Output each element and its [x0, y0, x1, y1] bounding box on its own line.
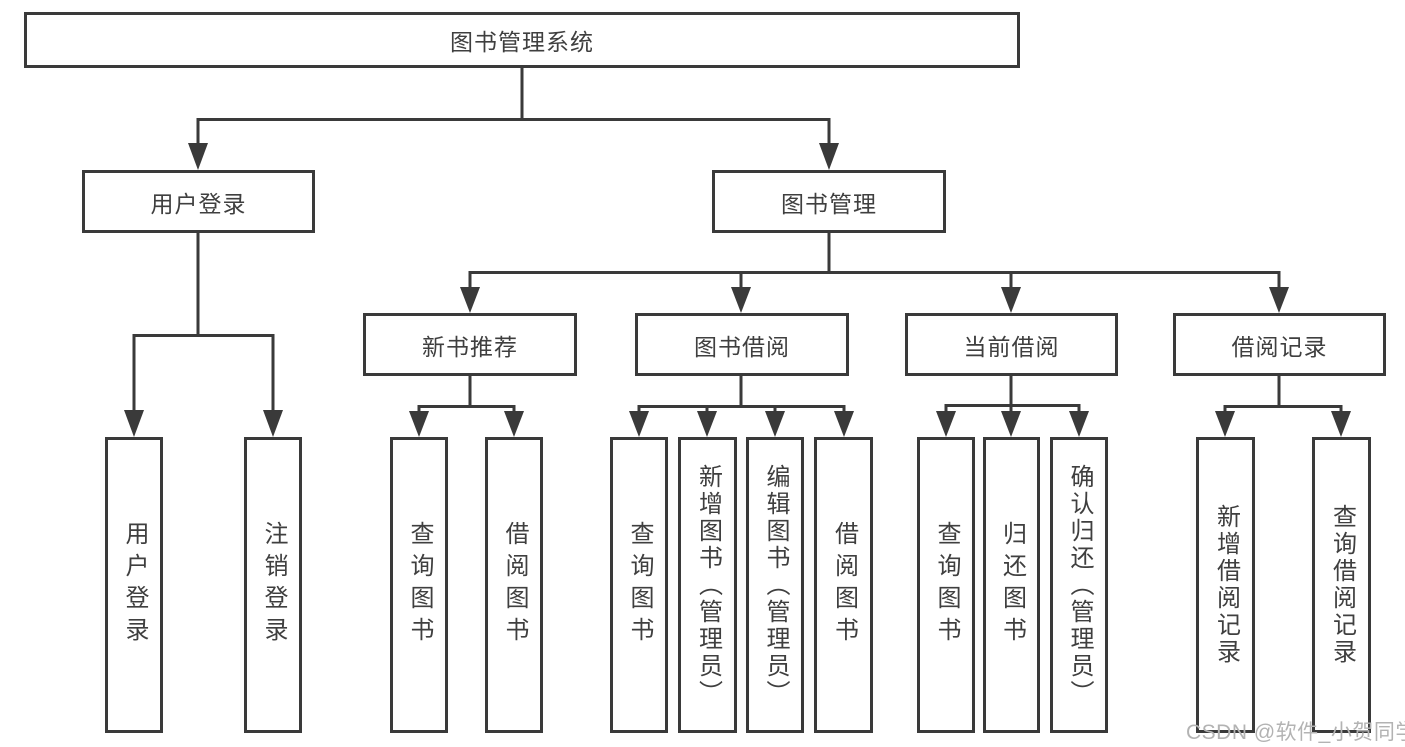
node-borrow-records: 借阅记录	[1173, 313, 1386, 376]
csdn-watermark: CSDN @软件_小贺同学	[1186, 721, 1405, 744]
node-logout: 注销登录	[244, 437, 302, 733]
node-user-login-branch: 用户登录	[82, 170, 315, 233]
node-add-book-admin: 新增图书（管理员）	[678, 437, 737, 733]
node-query-borrow-record: 查询借阅记录	[1312, 437, 1371, 733]
node-book-borrowing: 图书借阅	[635, 313, 849, 376]
node-user-login-leaf: 用户登录	[105, 437, 163, 733]
node-book-management: 图书管理	[712, 170, 946, 233]
node-query-books-current: 查询图书	[917, 437, 975, 733]
arrowheads	[124, 143, 1351, 437]
node-return-book: 归还图书	[983, 437, 1040, 733]
node-new-book-recommend: 新书推荐	[363, 313, 577, 376]
node-current-borrowing: 当前借阅	[905, 313, 1118, 376]
node-borrow-books-recommend: 借阅图书	[485, 437, 543, 733]
node-edit-book-admin: 编辑图书（管理员）	[746, 437, 804, 733]
node-library-management-system: 图书管理系统	[24, 12, 1020, 68]
node-query-books-recommend: 查询图书	[390, 437, 448, 733]
node-query-books-borrowing: 查询图书	[610, 437, 668, 733]
node-add-borrow-record: 新增借阅记录	[1196, 437, 1255, 733]
node-borrow-books-borrowing: 借阅图书	[814, 437, 873, 733]
node-confirm-return-admin: 确认归还（管理员）	[1050, 437, 1108, 733]
